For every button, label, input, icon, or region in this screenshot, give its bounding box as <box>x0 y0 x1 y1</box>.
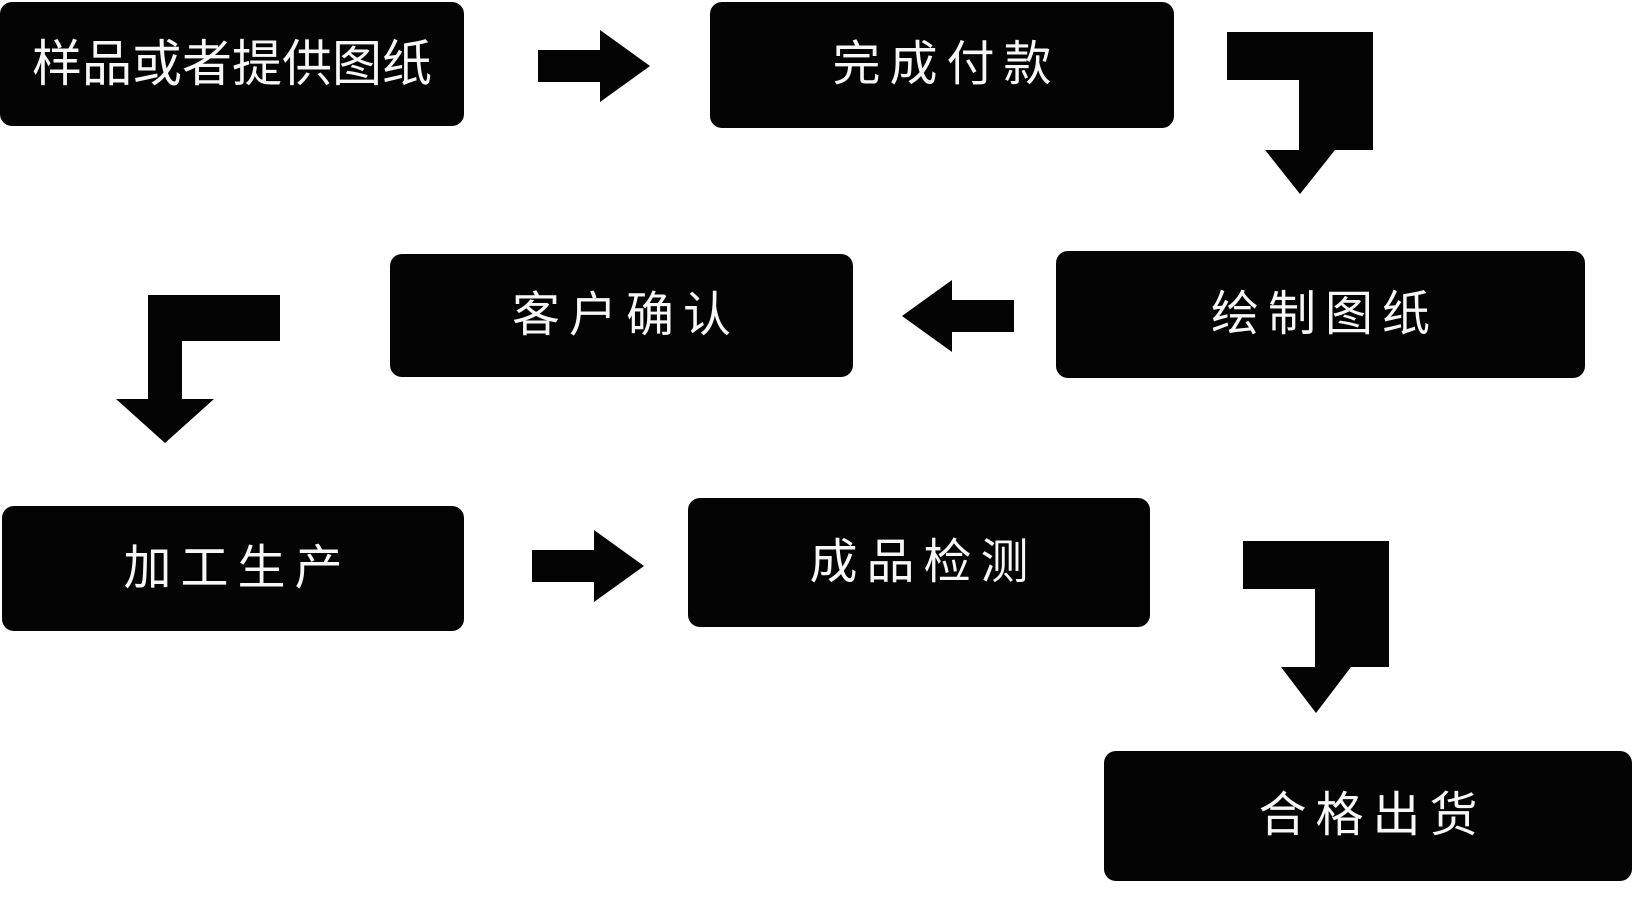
flow-node-label: 成品检测 <box>809 535 1038 589</box>
arrow-elbow-right-down-icon-inspection-to-shipment <box>1243 541 1389 713</box>
flow-node-label: 绘制图纸 <box>1210 287 1439 341</box>
flow-node-qualified-shipment[interactable]: 合格出货 <box>1104 751 1632 881</box>
flow-node-label: 样品或者提供图纸 <box>32 36 432 92</box>
arrow-elbow-left-down-icon-confirm-to-production <box>116 295 280 443</box>
flow-node-draw-drawing[interactable]: 绘制图纸 <box>1056 251 1585 378</box>
arrow-right-icon-production-to-inspection <box>532 530 644 602</box>
flow-node-sample-or-drawing[interactable]: 样品或者提供图纸 <box>0 2 464 126</box>
flow-node-label: 客户确认 <box>511 288 740 342</box>
flow-node-complete-payment[interactable]: 完成付款 <box>710 2 1174 128</box>
arrow-left-icon-drawing-to-confirm <box>902 280 1014 352</box>
arrow-right-icon-sample-to-payment <box>538 30 650 102</box>
flow-node-customer-confirm[interactable]: 客户确认 <box>390 254 853 377</box>
flow-node-label: 完成付款 <box>832 38 1061 91</box>
flow-node-processing-production[interactable]: 加工生产 <box>2 506 464 631</box>
flow-node-label: 合格出货 <box>1258 789 1487 842</box>
flow-node-label: 加工生产 <box>123 541 352 595</box>
arrow-elbow-right-down-icon-payment-to-drawing <box>1227 32 1373 194</box>
flow-node-product-inspection[interactable]: 成品检测 <box>688 498 1150 627</box>
